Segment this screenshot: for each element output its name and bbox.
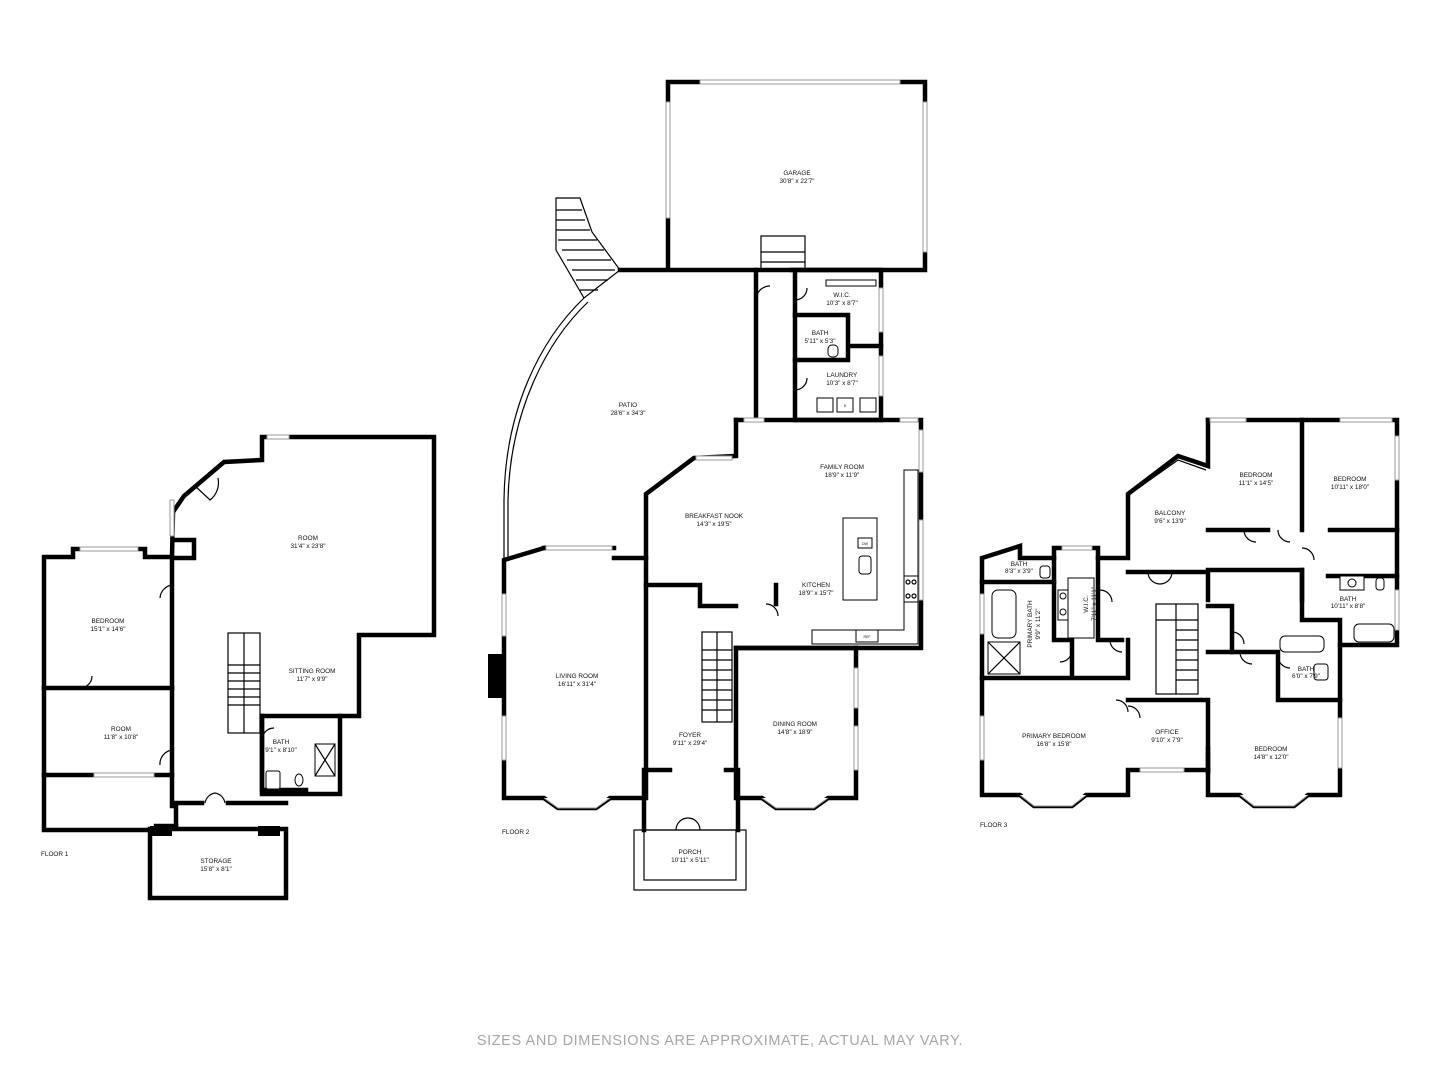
room-name: BATH	[1340, 596, 1357, 603]
room-dims: 18'9" x 11'9"	[825, 472, 860, 479]
room-dims: 28'6" x 34'3"	[610, 410, 645, 417]
room-name: BATH	[1298, 666, 1315, 673]
room-dims: 16'8" x 15'8"	[1036, 741, 1071, 748]
room-name: DINING ROOM	[773, 721, 817, 728]
room-dims: 5'11" x 5'3"	[804, 338, 835, 345]
room-name: W.I.C.	[1083, 595, 1090, 613]
room-dims: 30'8" x 22'7"	[779, 178, 814, 185]
room-dims: 8'3" x 3'9"	[1005, 568, 1033, 575]
room-dims: 6'0" x 7'9"	[1292, 673, 1320, 680]
room-dims: 10'3" x 8'7"	[826, 300, 858, 307]
disclaimer-text: SIZES AND DIMENSIONS ARE APPROXIMATE, AC…	[476, 1033, 964, 1049]
room-dims: 9'1" x 8'10"	[265, 747, 297, 754]
room-name: W.I.C.	[833, 292, 851, 299]
room-name: KITCHEN	[802, 582, 830, 589]
room-dims: 14'8" x 12'0"	[1253, 754, 1288, 761]
room-dims: 15'1" x 14'6"	[90, 626, 125, 633]
room-name: ROOM	[111, 726, 131, 733]
room-name: BATH	[1011, 561, 1028, 568]
room-name: ROOM	[298, 535, 318, 542]
room-name: BEDROOM	[91, 618, 124, 625]
room-name: BREAKFAST NOOK	[685, 513, 744, 520]
room-name: BATH	[273, 739, 290, 746]
room-name: LIVING ROOM	[556, 673, 599, 680]
room-dims: 10'3" x 8'7"	[826, 380, 858, 387]
room-name: PORCH	[678, 849, 701, 856]
refrigerator-label: REF	[864, 635, 871, 639]
room-name: FAMILY ROOM	[820, 464, 864, 471]
room-name: BATH	[812, 330, 829, 337]
room-dims: 10'11" x 5'11"	[671, 857, 709, 864]
room-name: PATIO	[619, 402, 637, 409]
room-name: BEDROOM	[1239, 472, 1272, 479]
room-name: BEDROOM	[1254, 746, 1287, 753]
room-dims: 9'9" x 11'2"	[1035, 608, 1042, 639]
room-name: STORAGE	[200, 858, 231, 865]
room-dims: 9'11" x 29'4"	[673, 740, 708, 747]
room-name: LAUNDRY	[827, 372, 858, 379]
room-name: PRIMARY BEDROOM	[1022, 733, 1086, 740]
room-name: PRIMARY BATH	[1027, 600, 1034, 648]
room-dims: 9'10" x 7'9"	[1151, 737, 1183, 744]
room-name: GARAGE	[783, 170, 810, 177]
room-dims: 31'4" x 23'8"	[290, 543, 325, 550]
room-name: OFFICE	[1155, 729, 1178, 736]
room-dims: 7'11" x 11'1"	[1091, 587, 1098, 621]
room-dims: 14'3" x 19'5"	[696, 521, 731, 528]
floor-label: FLOOR 1	[41, 851, 69, 858]
room-dims: 11'1" x 14'5"	[1239, 480, 1274, 487]
room-dims: 10'11" x 8'8"	[1331, 603, 1366, 610]
dishwasher-label: DW	[862, 542, 869, 546]
room-dims: 14'8" x 18'9"	[777, 729, 812, 736]
room-dims: 11'8" x 10'8"	[104, 734, 139, 741]
room-name: BALCONY	[1155, 510, 1186, 517]
room-dims: 16'11" x 31'4"	[558, 681, 596, 688]
room-name: SITTING ROOM	[289, 668, 336, 675]
room-dims: 18'9" x 15'7"	[798, 590, 833, 597]
floor-label: FLOOR 3	[980, 822, 1008, 829]
room-dims: 9'6" x 13'9"	[1154, 518, 1186, 525]
room-name: BEDROOM	[1333, 476, 1366, 483]
floor-2-plan: D DW REF	[488, 79, 928, 891]
floor-1-plan: ROOM 31'4" x 23'8" BEDROOM 15'1" x 14'6"…	[41, 434, 437, 901]
room-name: FOYER	[679, 732, 701, 739]
room-dims: 10'11" x 18'0"	[1331, 484, 1369, 491]
room-dims: 11'7" x 9'9"	[296, 676, 327, 683]
room-dims: 15'8" x 8'1"	[200, 866, 232, 873]
dryer-label: D	[844, 404, 847, 408]
floor-label: FLOOR 2	[502, 829, 530, 836]
floor-3-plan: BEDROOM 11'1" x 14'5" BEDROOM 10'11" x 1…	[979, 417, 1400, 829]
